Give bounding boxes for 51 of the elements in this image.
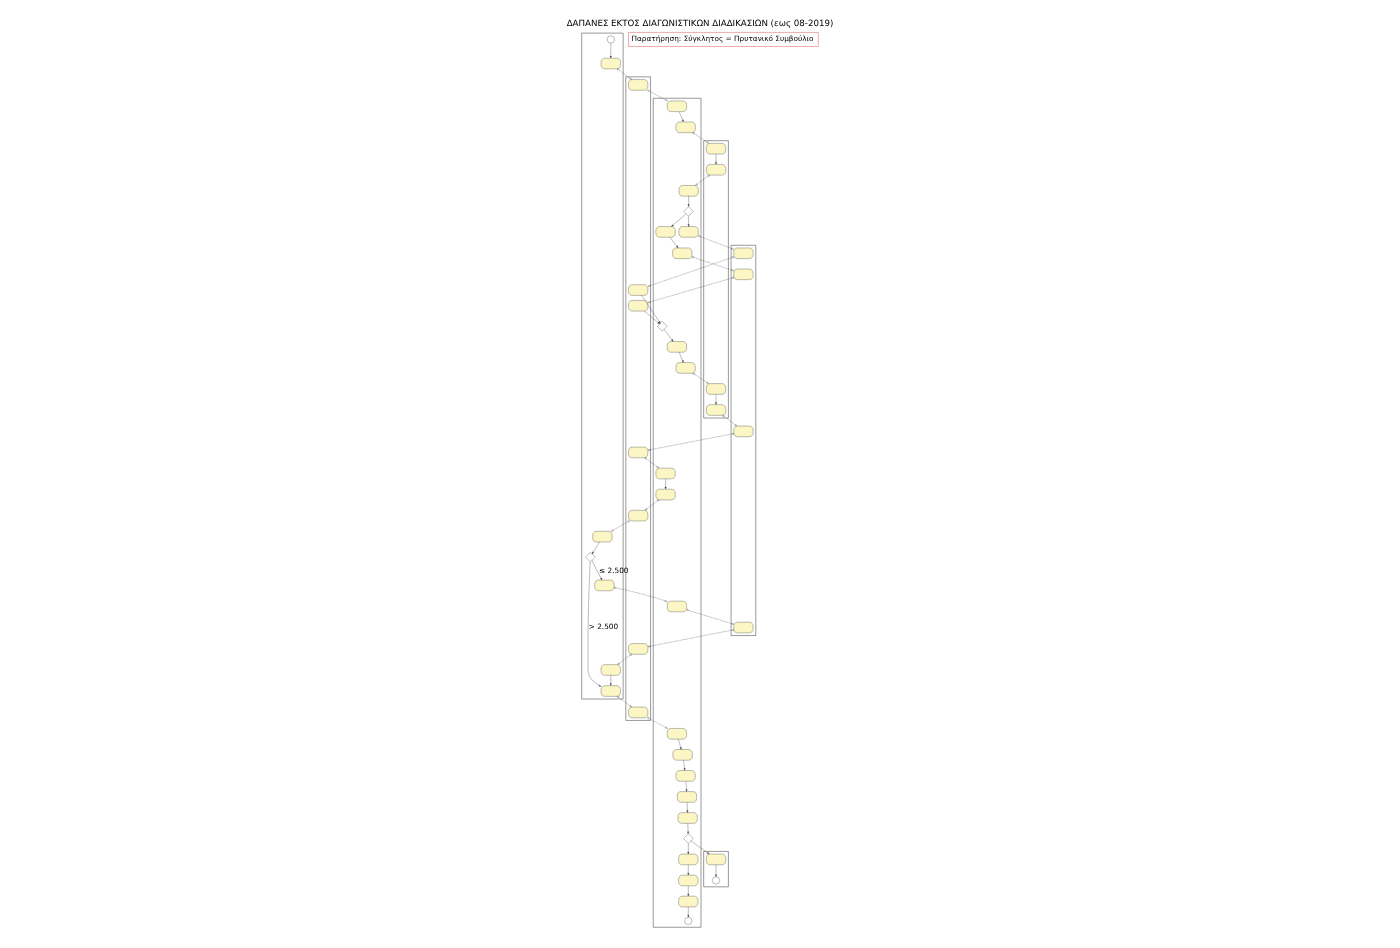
arrow bbox=[647, 89, 668, 102]
arrow bbox=[687, 906, 690, 918]
arrow bbox=[687, 196, 690, 207]
arrow bbox=[678, 111, 684, 123]
arrow bbox=[641, 295, 661, 324]
arrow bbox=[690, 840, 710, 855]
arrow bbox=[664, 329, 674, 342]
arrow bbox=[591, 560, 603, 581]
arrow bbox=[664, 478, 667, 490]
arrow bbox=[647, 256, 734, 287]
arrow bbox=[647, 717, 668, 729]
arrow bbox=[678, 739, 682, 750]
arrow bbox=[669, 237, 679, 248]
arrow bbox=[686, 609, 734, 625]
arrow bbox=[609, 42, 612, 59]
arrow bbox=[722, 414, 737, 427]
arrow bbox=[671, 213, 687, 227]
arrow bbox=[687, 823, 689, 834]
arrow bbox=[592, 541, 600, 555]
node-box bbox=[678, 896, 699, 908]
arrow bbox=[685, 781, 688, 792]
arrow bbox=[687, 216, 690, 227]
arrow bbox=[617, 695, 632, 708]
arrow bbox=[683, 760, 686, 771]
arrow bbox=[687, 885, 690, 897]
arrow bbox=[687, 843, 690, 855]
arrow bbox=[647, 628, 734, 648]
arrow bbox=[715, 864, 717, 877]
arrow bbox=[644, 310, 660, 325]
arrow bbox=[715, 394, 717, 405]
arrow bbox=[647, 432, 734, 451]
node-circle bbox=[684, 917, 693, 925]
arrow bbox=[715, 153, 717, 165]
arrow bbox=[587, 561, 602, 687]
arrow bbox=[617, 653, 632, 665]
arrow bbox=[617, 68, 632, 80]
arrow bbox=[647, 276, 734, 303]
arrow bbox=[614, 586, 668, 602]
arrow bbox=[687, 864, 690, 876]
arrow bbox=[695, 174, 710, 186]
arrow bbox=[644, 499, 660, 511]
arrow bbox=[698, 235, 734, 250]
arrow bbox=[678, 352, 684, 363]
arrow bbox=[691, 256, 734, 271]
arrow bbox=[644, 457, 659, 469]
arrow bbox=[609, 675, 612, 686]
arrow bbox=[686, 802, 689, 813]
node-circle bbox=[606, 35, 615, 44]
arrow bbox=[611, 520, 630, 532]
arrow bbox=[692, 372, 709, 384]
arrow bbox=[692, 132, 709, 144]
